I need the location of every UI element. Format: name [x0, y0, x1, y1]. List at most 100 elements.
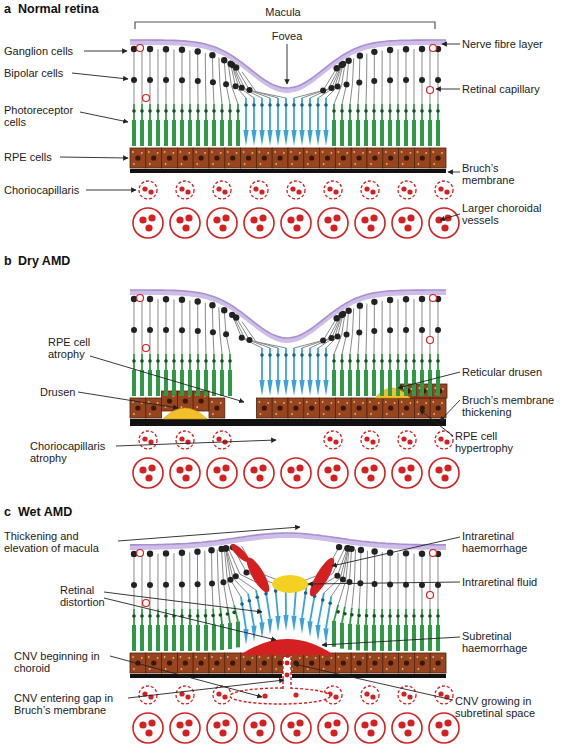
part-label: Macula	[238, 6, 328, 18]
neuron-fibre	[213, 332, 214, 354]
blood-cell	[179, 186, 184, 191]
blood-cell	[185, 214, 192, 221]
rod-nucleus	[350, 613, 354, 617]
choroidal-vessel	[429, 458, 459, 488]
rpe-nucleus	[278, 155, 283, 160]
cone-cell	[315, 380, 320, 396]
rod-cell	[364, 370, 368, 396]
rpe-nucleus	[151, 155, 156, 160]
bipolar-cell	[387, 77, 393, 83]
neuron-fibre	[406, 585, 407, 609]
pigment-granule	[181, 406, 183, 408]
blood-cell	[441, 224, 448, 231]
blood-cell	[367, 729, 374, 736]
rod-nucleus	[356, 359, 360, 363]
cone-nucleus	[276, 353, 280, 357]
rod-cell	[405, 354, 407, 370]
part-label: Reticular drusen	[462, 366, 562, 378]
pigment-granule	[346, 402, 348, 404]
pigment-granule	[212, 413, 214, 415]
cone-cell	[323, 130, 328, 146]
choroidal-vessel	[244, 713, 274, 743]
bipolar-cell	[329, 335, 335, 341]
pigment-granule	[228, 163, 230, 165]
neuron-fibre	[398, 330, 399, 354]
blood-cell	[213, 466, 220, 473]
leader-group	[60, 22, 460, 700]
retinal-capillary	[143, 95, 150, 102]
cone-cell	[275, 130, 280, 146]
ganglion-cell	[419, 46, 425, 52]
pigment-granule	[228, 668, 230, 670]
pigment-granule	[432, 401, 434, 403]
ganglion-cell	[221, 307, 227, 313]
rod-nucleus	[380, 359, 384, 363]
rod-cell	[373, 104, 375, 120]
neuron-fibre	[382, 51, 383, 81]
pigment-granule	[385, 151, 387, 153]
neuron-fibre	[189, 331, 190, 354]
blood-cell	[148, 464, 155, 471]
rod-cell	[156, 370, 160, 396]
neuron-fibre	[181, 80, 182, 104]
rod-cell	[436, 370, 440, 396]
rod-cell	[428, 625, 432, 651]
neuron-fibre	[157, 330, 158, 354]
blood-cell	[333, 214, 340, 221]
blood-cell	[364, 436, 369, 441]
blood-cell	[361, 216, 368, 223]
neuron-fibre	[414, 585, 415, 609]
neuron-fibre	[222, 549, 224, 582]
choroidal-vessel	[133, 208, 163, 238]
blood-cell	[287, 216, 294, 223]
blood-cell	[333, 439, 338, 444]
blood-cell	[219, 474, 226, 481]
pigment-granule	[180, 656, 182, 658]
pigment-granule	[323, 163, 325, 165]
rod-nucleus	[148, 359, 152, 363]
neuron-fibre	[232, 315, 241, 338]
neuron-fibre	[414, 80, 415, 104]
rpe-cell	[414, 653, 430, 673]
rod-cell	[365, 104, 367, 120]
choriocapillaris-vessel	[361, 181, 379, 199]
bipolar-cell	[147, 77, 153, 83]
neuron-fibre	[406, 330, 407, 354]
leader-line	[104, 598, 276, 640]
pigment-granule	[274, 401, 276, 403]
rod-cell	[437, 354, 439, 370]
neuron-fibre	[218, 308, 220, 334]
pigment-granule	[275, 163, 277, 165]
cone-cell	[277, 348, 279, 380]
part-label: CNV entering gap in Bruch’s membrane	[14, 692, 129, 716]
cone-cell	[275, 616, 280, 632]
cone-nucleus	[244, 103, 248, 107]
cone-nucleus	[292, 353, 296, 357]
part-label: RPE cell hypertrophy	[455, 430, 535, 454]
leader-line	[60, 157, 128, 158]
rod-cell	[397, 104, 399, 120]
pigment-granule	[442, 388, 444, 390]
rod-cell	[396, 120, 400, 146]
neuron-fibre	[197, 81, 198, 104]
blood-cell	[139, 721, 146, 728]
pigment-granule	[370, 413, 372, 415]
rod-cell	[220, 120, 224, 146]
blood-cell	[438, 436, 443, 441]
retinal-capillary	[137, 550, 144, 557]
rod-cell	[437, 104, 439, 120]
rod-nucleus	[172, 109, 176, 113]
blood-cell	[185, 719, 192, 726]
neuron-fibre	[213, 82, 214, 104]
rod-cell	[372, 625, 376, 651]
pigment-granule	[322, 401, 324, 403]
panel-heading: a	[4, 2, 18, 16]
pigment-granule	[181, 163, 183, 165]
bipolar-cell	[320, 87, 326, 93]
cone-cell	[299, 380, 304, 396]
pigment-granule	[195, 656, 197, 658]
blood-cell	[296, 464, 303, 471]
nerve-fibre-layer	[130, 290, 446, 343]
rod-cell	[356, 120, 360, 146]
rpe-nucleus	[404, 660, 409, 665]
